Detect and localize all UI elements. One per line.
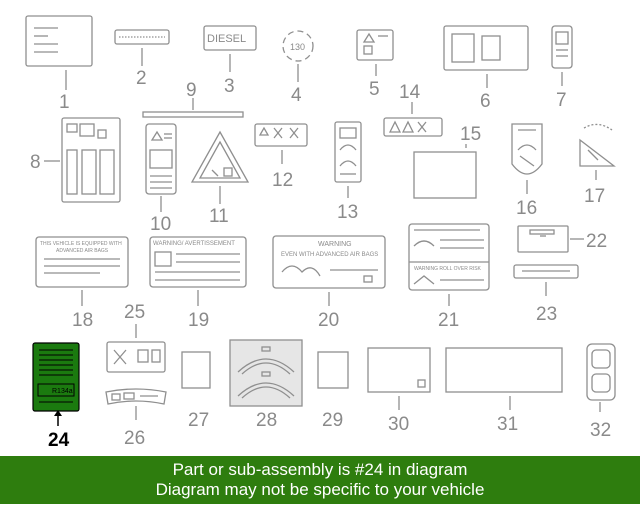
callout-14[interactable]: 14 bbox=[399, 82, 421, 103]
callout-30[interactable]: 30 bbox=[388, 414, 409, 435]
callout-24[interactable]: 24 bbox=[48, 430, 70, 451]
callout-29[interactable]: 29 bbox=[322, 410, 343, 431]
part-23-thin-label[interactable] bbox=[513, 264, 579, 279]
refrigerant-text: R134a bbox=[52, 388, 73, 395]
callout-28[interactable]: 28 bbox=[256, 410, 277, 431]
callout-18[interactable]: 18 bbox=[72, 310, 93, 331]
callout-20[interactable]: 20 bbox=[318, 310, 339, 331]
callout-13[interactable]: 13 bbox=[337, 202, 358, 223]
airbag-equipped-line1: THIS VEHICLE IS EQUIPPED WITH bbox=[40, 241, 122, 247]
part-6-twin-panel-label[interactable] bbox=[443, 25, 529, 71]
callout-25[interactable]: 25 bbox=[124, 302, 145, 323]
part-1-label-sheet[interactable] bbox=[25, 15, 93, 67]
part-9-strip[interactable] bbox=[142, 111, 244, 118]
callout-5[interactable]: 5 bbox=[369, 79, 380, 100]
part-5-caution-label[interactable] bbox=[356, 29, 394, 61]
advanced-airbags-text: EVEN WITH ADVANCED AIR BAGS bbox=[281, 252, 378, 258]
callout-11[interactable]: 11 bbox=[209, 206, 229, 227]
part-12-icon-strip[interactable] bbox=[254, 123, 308, 147]
part-30-blank-label[interactable] bbox=[367, 347, 431, 393]
part-14-icon-label[interactable] bbox=[383, 117, 443, 137]
part-21-rollover-warning[interactable]: WARNING ROLL OVER RISK bbox=[408, 223, 490, 291]
part-26-curved-strip[interactable] bbox=[105, 388, 167, 405]
callout-22[interactable]: 22 bbox=[586, 231, 607, 252]
part-16-shield-label[interactable] bbox=[511, 123, 543, 175]
airbag-equipped-line2: ADVANCED AIR BAGS bbox=[56, 248, 109, 254]
part-10-warning-tag[interactable] bbox=[145, 123, 177, 195]
diesel-text: DIESEL bbox=[207, 33, 246, 45]
callout-12[interactable]: 12 bbox=[272, 170, 293, 191]
part-19-warning-avertissement[interactable]: WARNING/ AVERTISSEMENT bbox=[149, 236, 247, 288]
part-15-blank-label[interactable] bbox=[413, 151, 477, 199]
part-8-fuse-chart[interactable] bbox=[61, 117, 121, 203]
callout-15[interactable]: 15 bbox=[460, 124, 481, 145]
part-24-refrigerant-label[interactable]: R134a bbox=[32, 342, 80, 412]
part-3-diesel-label[interactable]: DIESEL bbox=[203, 25, 257, 51]
part-22-small-label[interactable] bbox=[517, 225, 569, 253]
callout-16[interactable]: 16 bbox=[516, 198, 537, 219]
callout-6[interactable]: 6 bbox=[480, 91, 491, 112]
part-18-airbag-equipped-label[interactable]: THIS VEHICLE IS EQUIPPED WITH ADVANCED A… bbox=[35, 236, 129, 288]
callout-3[interactable]: 3 bbox=[224, 76, 235, 97]
part-27-blank-label[interactable] bbox=[181, 351, 211, 389]
callout-31[interactable]: 31 bbox=[497, 414, 518, 435]
callout-8[interactable]: 8 bbox=[30, 152, 41, 173]
part-32-tall-label[interactable] bbox=[586, 343, 616, 401]
part-20-advanced-airbag-warning[interactable]: WARNING EVEN WITH ADVANCED AIR BAGS bbox=[272, 235, 386, 289]
parts-diagram: 1 2 DIESEL 3 130 4 5 6 7 bbox=[25, 15, 616, 451]
speed-text: 130 bbox=[290, 42, 305, 52]
warning-text: WARNING bbox=[318, 241, 352, 248]
part-11-triangle-warning[interactable] bbox=[190, 130, 250, 183]
callout-17[interactable]: 17 bbox=[584, 186, 605, 207]
warning-avertissement-text: WARNING/ AVERTISSEMENT bbox=[153, 241, 235, 247]
part-4-speed-label[interactable]: 130 bbox=[282, 30, 314, 62]
callout-9[interactable]: 9 bbox=[186, 80, 197, 101]
callout-10[interactable]: 10 bbox=[150, 214, 171, 235]
callout-26[interactable]: 26 bbox=[124, 428, 145, 449]
rollover-text: WARNING ROLL OVER RISK bbox=[414, 266, 482, 272]
callout-19[interactable]: 19 bbox=[188, 310, 209, 331]
part-2-barcode-strip[interactable] bbox=[114, 29, 170, 45]
part-13-child-seat-label[interactable] bbox=[334, 121, 362, 183]
part-25-icon-label[interactable] bbox=[106, 341, 166, 373]
callout-23[interactable]: 23 bbox=[536, 304, 557, 325]
callout-4[interactable]: 4 bbox=[291, 85, 302, 106]
info-banner: Part or sub-assembly is #24 in diagram D… bbox=[0, 456, 640, 504]
callout-1[interactable]: 1 bbox=[59, 92, 70, 113]
callout-32[interactable]: 32 bbox=[590, 420, 611, 441]
part-31-blank-label[interactable] bbox=[445, 347, 563, 393]
part-29-blank-label[interactable] bbox=[317, 351, 349, 389]
banner-line-2: Diagram may not be specific to your vehi… bbox=[155, 480, 485, 499]
part-7-tall-label[interactable] bbox=[551, 25, 573, 69]
callout-7[interactable]: 7 bbox=[556, 90, 567, 111]
part-28-arch-labels[interactable] bbox=[229, 339, 303, 407]
part-17-curved-label[interactable] bbox=[579, 123, 616, 167]
banner-line-1: Part or sub-assembly is #24 in diagram bbox=[172, 460, 468, 479]
callout-27[interactable]: 27 bbox=[188, 410, 209, 431]
callout-21[interactable]: 21 bbox=[438, 310, 459, 331]
callout-2[interactable]: 2 bbox=[136, 68, 147, 89]
